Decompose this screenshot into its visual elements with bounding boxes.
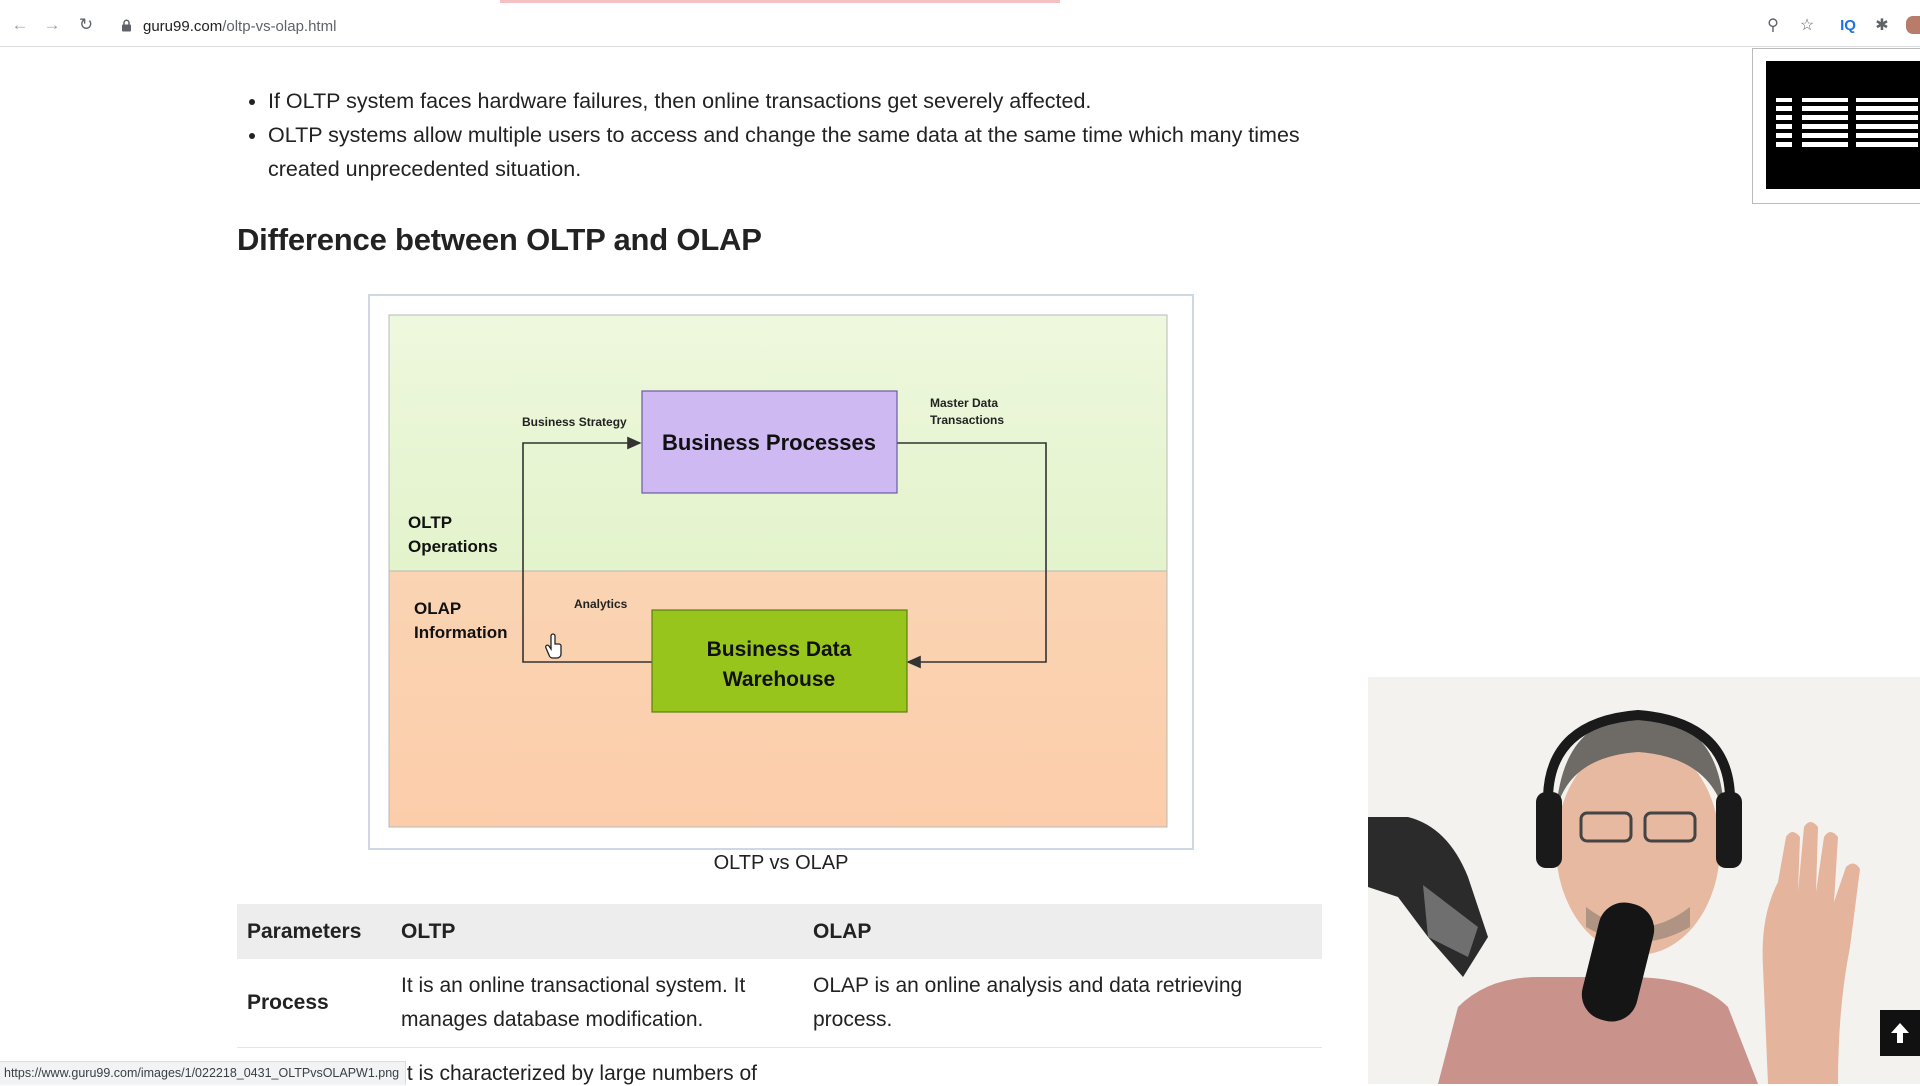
business-processes-label: Business Processes [662, 430, 876, 455]
master-data-arrow [897, 442, 1047, 669]
headphones-band [1543, 709, 1735, 798]
column-header: OLTP [391, 904, 803, 959]
hand-cursor-icon [545, 633, 562, 659]
business-processes-box [641, 390, 898, 494]
olap-label: OLAP [414, 599, 461, 618]
information-label: Information [414, 623, 508, 642]
right-earcup [1716, 792, 1742, 868]
operations-label: Operations [408, 537, 498, 556]
url-path: /oltp-vs-olap.html [222, 18, 337, 35]
webcam-video-overlay [1368, 677, 1920, 1084]
column-header: OLAP [803, 904, 1322, 959]
glasses-left [1579, 811, 1633, 843]
master-data-label: Master Data [930, 396, 998, 410]
shirt [1438, 977, 1758, 1084]
url-host: guru99.com [143, 18, 223, 35]
page-load-indicator [500, 0, 1060, 3]
ibm-logo [1766, 61, 1920, 189]
ibm-advertisement[interactable] [1752, 48, 1920, 204]
section-heading: Difference between OLTP and OLAP [237, 222, 762, 257]
table-row: Process It is an online transactional sy… [237, 959, 1322, 1048]
back-to-top-button[interactable] [1880, 1010, 1920, 1056]
profile-avatar[interactable] [1906, 16, 1920, 34]
zoom-icon[interactable]: ⚲ [1767, 17, 1779, 34]
raised-hand [1762, 822, 1860, 1084]
transactions-label: Transactions [930, 413, 1004, 427]
bookmark-star-icon[interactable]: ☆ [1799, 17, 1815, 34]
forward-icon[interactable]: → [43, 15, 61, 34]
warehouse-label-line1: Business Data [707, 638, 852, 661]
back-icon[interactable]: ← [11, 15, 29, 34]
column-header: Parameters [237, 904, 391, 959]
browser-toolbar: ← → ↻ guru99.com/oltp-vs-olap.html ⚲ ☆ I… [0, 0, 1920, 47]
comparison-table: Parameters OLTP OLAP Process It is an on… [237, 904, 1322, 1048]
glasses-right [1643, 811, 1697, 843]
hair [1556, 717, 1724, 812]
list-item: OLTP systems allow multiple users to acc… [268, 118, 1328, 186]
microphone [1581, 902, 1655, 1022]
warehouse-label-line2: Warehouse [723, 668, 835, 691]
business-strategy-label: Business Strategy [522, 415, 627, 429]
oltp-label: OLTP [408, 513, 452, 532]
oltp-olap-diagram[interactable]: Business Processes Business Data Warehou… [368, 294, 1194, 850]
bullet-list: If OLTP system faces hardware failures, … [237, 84, 1328, 186]
business-strategy-arrow [522, 436, 653, 663]
analytics-label: Analytics [574, 597, 628, 611]
table-cell-partial: It is characterized by large numbers of [401, 1062, 757, 1085]
address-bar[interactable]: guru99.com/oltp-vs-olap.html [143, 18, 336, 35]
microphone-clamp [1423, 885, 1478, 957]
list-item: If OLTP system faces hardware failures, … [268, 84, 1328, 118]
table-header-row: Parameters OLTP OLAP [237, 904, 1322, 959]
iq-extension-icon[interactable]: IQ [1840, 16, 1856, 34]
table-cell: OLAP is an online analysis and data retr… [803, 959, 1322, 1048]
table-cell: Process [237, 959, 391, 1048]
face [1556, 739, 1720, 955]
left-earcup [1536, 792, 1562, 868]
business-data-warehouse-box [651, 609, 908, 713]
figure-caption: OLTP vs OLAP [713, 852, 849, 874]
lock-icon[interactable] [121, 19, 132, 32]
extensions-puzzle-icon[interactable]: ✱ [1875, 17, 1889, 34]
table-cell: It is an online transactional system. It… [391, 959, 803, 1048]
arrow-up-icon [1891, 1023, 1909, 1043]
reload-icon[interactable]: ↻ [78, 15, 94, 34]
status-bar-link-preview: https://www.guru99.com/images/1/022218_0… [0, 1061, 407, 1085]
